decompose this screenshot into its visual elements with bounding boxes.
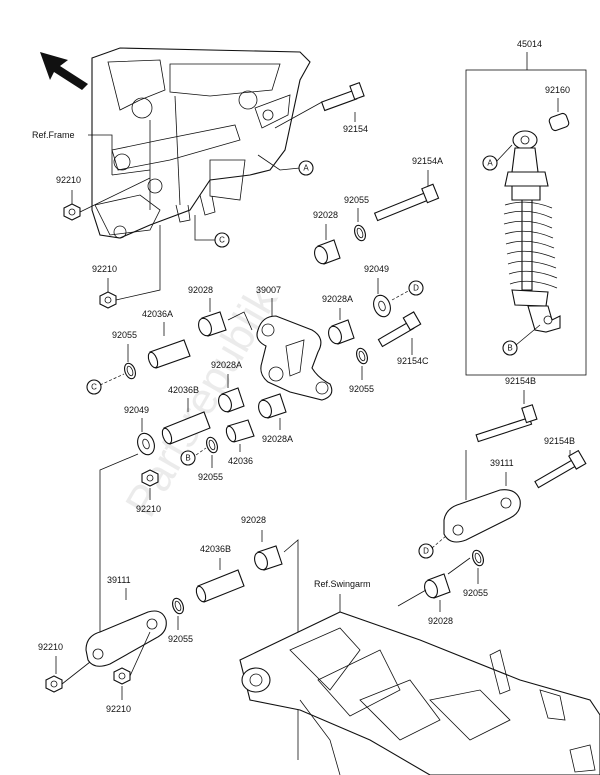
nut-92210-b xyxy=(99,291,117,309)
frame-drawing xyxy=(91,47,311,239)
bushing-92160 xyxy=(548,112,570,132)
label-92055-b: 92055 xyxy=(349,384,374,394)
collar-92028A-a xyxy=(328,319,355,345)
label-92055-e: 92055 xyxy=(463,588,488,598)
bolt-92154C xyxy=(377,311,422,348)
callout-d-lower: D xyxy=(418,543,434,559)
label-42036A: 42036A xyxy=(142,309,173,319)
label-45014: 45014 xyxy=(517,39,542,49)
ref-frame-label: Ref.Frame xyxy=(32,130,75,140)
callout-a-shock: A xyxy=(482,155,498,171)
ref-swingarm-label: Ref.Swingarm xyxy=(314,579,371,589)
label-92210-e: 92210 xyxy=(106,704,131,714)
sleeve-42036A xyxy=(147,339,191,369)
callout-b-shock: B xyxy=(502,340,518,356)
tie-rod-39111-b xyxy=(85,610,167,667)
collar-92028-a xyxy=(314,239,341,265)
svg-text:A: A xyxy=(303,164,309,173)
bolt-92154A xyxy=(373,183,440,222)
nut-92210-a xyxy=(63,203,81,221)
arrow-up-left-icon xyxy=(40,52,88,90)
sleeve-42036B-b xyxy=(195,569,245,603)
swingarm-drawing xyxy=(239,611,600,775)
label-92210-c: 92210 xyxy=(136,504,161,514)
callout-a-frame: A xyxy=(298,160,314,176)
nut-92210-c xyxy=(141,469,159,487)
bolt-92154B-a xyxy=(475,404,538,443)
label-39111-a: 39111 xyxy=(490,458,514,468)
label-92028A-b: 92028A xyxy=(211,360,242,370)
washer-92049-a xyxy=(373,294,391,318)
seal-92055-d xyxy=(206,436,218,454)
label-92028-a: 92028 xyxy=(313,210,338,220)
label-92028-c: 92028 xyxy=(428,616,453,626)
svg-text:B: B xyxy=(507,344,512,353)
callout-b-lower: B xyxy=(180,450,196,466)
label-92210-d: 92210 xyxy=(38,642,63,652)
label-42036B-b: 42036B xyxy=(200,544,231,554)
svg-text:D: D xyxy=(423,547,429,556)
label-92055-a: 92055 xyxy=(344,195,369,205)
seal-92055-c xyxy=(124,362,136,380)
label-92154: 92154 xyxy=(343,124,368,134)
label-92028-d: 92028 xyxy=(241,515,266,525)
seal-92055-a xyxy=(354,224,366,242)
link-39007 xyxy=(256,315,333,401)
label-92028A-c: 92028A xyxy=(262,434,293,444)
collar-92028-d xyxy=(254,545,283,571)
bolt-92154B-b xyxy=(534,449,587,489)
washer-92049-b xyxy=(137,432,155,456)
label-39111-b: 39111 xyxy=(107,575,131,585)
label-92154B-b: 92154B xyxy=(544,436,575,446)
label-42036B-a: 42036B xyxy=(168,385,199,395)
label-92055-c: 92055 xyxy=(112,330,137,340)
label-92154C: 92154C xyxy=(397,356,429,366)
nut-92210-e xyxy=(113,667,131,685)
sleeve-42036 xyxy=(225,419,255,443)
svg-text:C: C xyxy=(91,383,97,392)
label-92049-a: 92049 xyxy=(364,264,389,274)
label-92210-b: 92210 xyxy=(92,264,117,274)
svg-text:D: D xyxy=(413,284,419,293)
collar-92028A-c xyxy=(258,393,287,419)
label-92210-a: 92210 xyxy=(56,175,81,185)
label-92049-b: 92049 xyxy=(124,405,149,415)
collar-92028A-b xyxy=(218,387,245,413)
seal-92055-f xyxy=(172,597,184,615)
label-92055-d: 92055 xyxy=(198,472,223,482)
shock-assembly-box xyxy=(465,69,587,376)
nut-92210-d xyxy=(45,675,63,693)
label-92160: 92160 xyxy=(545,85,570,95)
label-92028A-a: 92028A xyxy=(322,294,353,304)
label-92154A: 92154A xyxy=(412,156,443,166)
label-42036: 42036 xyxy=(228,456,253,466)
collar-92028-c xyxy=(424,573,451,599)
sleeve-42036B-a xyxy=(161,411,211,445)
seal-92055-b xyxy=(356,347,368,365)
bolt-92154 xyxy=(320,82,365,112)
collar-92028-b xyxy=(198,311,227,337)
label-92055-f: 92055 xyxy=(168,634,193,644)
label-92154B-a: 92154B xyxy=(505,376,536,386)
svg-text:A: A xyxy=(487,159,493,168)
callout-d-upper: D xyxy=(408,280,424,296)
label-92028-b: 92028 xyxy=(188,285,213,295)
shock-absorber xyxy=(503,130,561,333)
callout-c-left: C xyxy=(86,379,102,395)
svg-text:C: C xyxy=(219,236,225,245)
label-39007: 39007 xyxy=(256,285,281,295)
svg-text:B: B xyxy=(185,454,190,463)
tie-rod-39111-a xyxy=(443,489,521,543)
callout-c-frame: C xyxy=(214,232,230,248)
seal-92055-e xyxy=(472,549,484,567)
